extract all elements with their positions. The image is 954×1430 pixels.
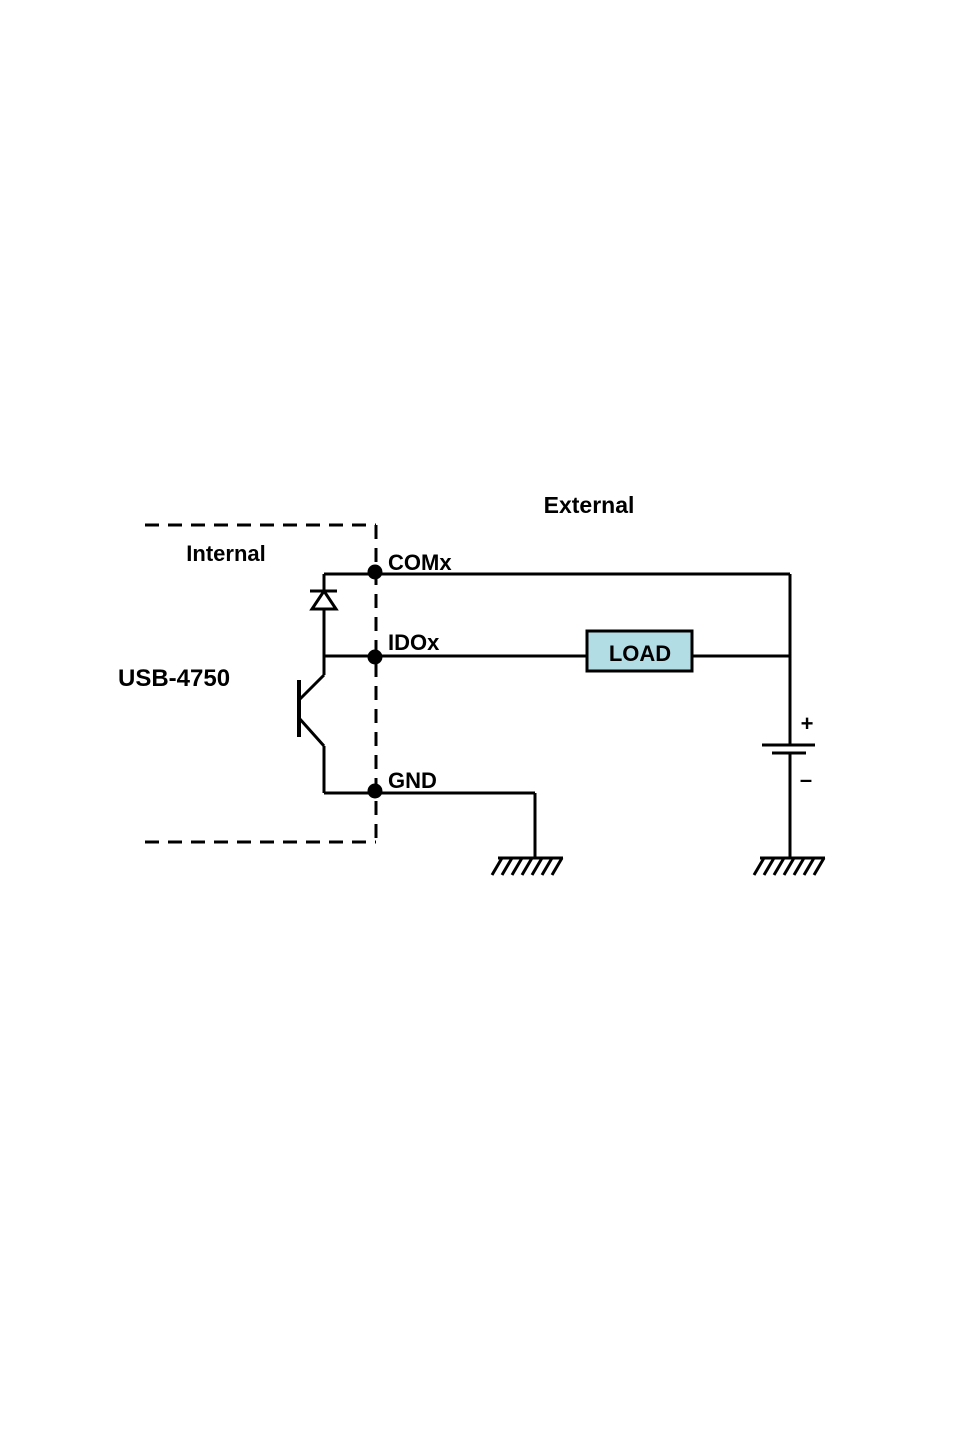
comx-junction-dot — [368, 565, 383, 580]
ground-hatch — [774, 858, 784, 875]
load-box: LOAD — [587, 631, 692, 671]
transistor-emitter — [299, 718, 324, 746]
ground-hatch — [814, 858, 824, 875]
ground-hatch — [754, 858, 764, 875]
comx-label: COMx — [388, 550, 452, 575]
ground-hatch — [512, 858, 522, 875]
idox-label: IDOx — [388, 630, 440, 655]
ground-hatch — [784, 858, 794, 875]
ground-hatch — [552, 858, 562, 875]
idox-junction-dot — [368, 650, 383, 665]
ground-hatch — [764, 858, 774, 875]
ground-icon-left — [492, 858, 563, 875]
diode-triangle — [312, 591, 336, 609]
ground-hatch — [522, 858, 532, 875]
load-label: LOAD — [609, 641, 671, 666]
ground-hatch — [492, 858, 502, 875]
gnd-label: GND — [388, 768, 437, 793]
diode-icon — [310, 591, 337, 609]
ground-hatch — [794, 858, 804, 875]
gnd-junction-dot — [368, 784, 383, 799]
ground-hatch — [532, 858, 542, 875]
transistor-icon — [299, 656, 324, 793]
ground-icon-right — [754, 858, 825, 875]
ground-hatch — [804, 858, 814, 875]
device-label: USB-4750 — [118, 665, 230, 692]
external-label: External — [544, 492, 635, 518]
battery-minus-label: – — [800, 767, 812, 792]
internal-label: Internal — [186, 541, 265, 566]
transistor-collector — [299, 675, 324, 700]
wires — [324, 574, 790, 858]
battery-plus-label: + — [801, 711, 814, 736]
ground-hatch — [502, 858, 512, 875]
ground-hatch — [542, 858, 552, 875]
